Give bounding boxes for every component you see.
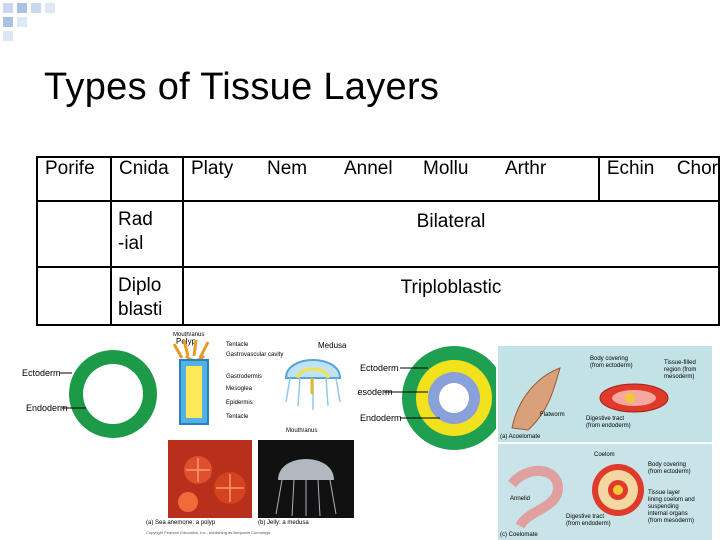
polyp-label: Polyp [176, 337, 197, 346]
tissue-table: Porife Cnida Platy Nem Annel Mollu Arthr… [36, 156, 720, 326]
symmetry-row: Rad-ial Bilateral [36, 200, 720, 268]
slide-title: Types of Tissue Layers [44, 66, 440, 108]
copyright-text: Copyright Pearson Education, Inc., publi… [146, 530, 271, 535]
header-nem: Nem [267, 158, 308, 179]
coel-digestive-label: Digestive tract(from endoderm) [566, 514, 611, 527]
jelly-photo [258, 440, 354, 518]
sea-anemone-photo [168, 440, 252, 518]
epidermis-label: Epidermis [226, 400, 253, 406]
jelly-caption: (b) Jelly: a medusa [258, 520, 309, 526]
header-group-2: Echin Chor [597, 156, 720, 202]
header-group: Platy Nem Annel Mollu Arthr [182, 156, 600, 202]
acoelomate-caption: (a) Acoelomate [500, 434, 541, 440]
corner-decoration [3, 3, 55, 41]
cnidarian-diagram: Polyp Medusa Mouth/anus Tentacle Gastrov… [168, 332, 356, 438]
table-header-row: Porife Cnida Platy Nem Annel Mollu Arthr… [36, 156, 720, 202]
symmetry-radial: Rad-ial [110, 200, 184, 268]
layers-porife-cell [36, 266, 112, 326]
header-arthr: Arthr [505, 158, 547, 179]
coelomate-caption: (c) Coelomate [500, 532, 538, 538]
triplo-mesoderm-label: Mesoderm [358, 387, 393, 397]
header-platy: Platy [191, 158, 234, 179]
acoelomate-diagram: Body covering(from ectoderm) Tissue-fill… [498, 346, 712, 442]
symmetry-bilateral: Bilateral [182, 200, 720, 268]
annelid-label: Annelid [510, 496, 530, 502]
diplo-endoderm-label: Endoderm [26, 403, 68, 413]
acoel-body-covering-label: Body covering(from ectoderm) [590, 356, 633, 369]
diplo-ectoderm-label: Ectoderm [22, 368, 61, 378]
tentacle2-label: Tentacle [226, 414, 249, 420]
coel-body-covering-label: Body covering(from ectoderm) [648, 462, 691, 475]
coelomate-diagram: Coelom Body covering(from ectoderm) Anne… [498, 444, 712, 540]
flatworm-label: Flatworm [540, 412, 565, 418]
anemone-caption: (a) Sea anemone: a polyp [146, 520, 216, 526]
header-mollu: Mollu [423, 158, 469, 179]
gastrodermis-label: Gastrodermis [226, 374, 262, 380]
triplo-ectoderm-label: Ectoderm [360, 363, 399, 373]
layers-triploblastic: Triploblastic [182, 266, 720, 326]
header-annel: Annel [344, 158, 393, 179]
header-chor: Chor [676, 158, 718, 179]
mouth-anus-bottom-label: Mouth/anus [286, 428, 317, 434]
header-cnida: Cnida [110, 156, 184, 202]
header-porife: Porife [36, 156, 112, 202]
triploblast-diagram: Ectoderm Mesoderm Endoderm [358, 346, 496, 450]
gastrovascular-label: Gastrovascular cavity [226, 352, 283, 358]
header-echin: Echin [606, 158, 655, 179]
tentacle-label: Tentacle [226, 342, 249, 348]
medusa-label: Medusa [318, 341, 347, 350]
mouth-anus-top-label: Mouth/anus [173, 332, 204, 338]
diploblast-diagram: Ectoderm Endoderm [22, 350, 157, 438]
acoel-digestive-label: Digestive tract(from endoderm) [586, 416, 631, 429]
coelom-label: Coelom [594, 452, 615, 458]
symmetry-porife-cell [36, 200, 112, 268]
mesoglea-label: Mesoglea [226, 386, 253, 392]
triplo-endoderm-label: Endoderm [360, 413, 402, 423]
